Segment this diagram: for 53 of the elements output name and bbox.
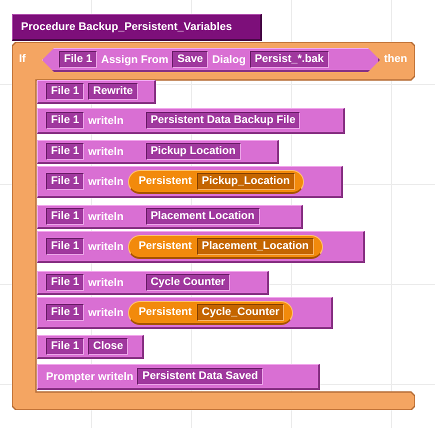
value-field: Persistent Data Backup File	[146, 112, 300, 129]
value-field: File 1	[46, 112, 84, 129]
value-field: Pickup_Location	[196, 172, 295, 190]
keyword-label: writeln	[88, 146, 124, 158]
statement-block	[37, 271, 269, 295]
value-field: Rewrite	[88, 83, 138, 100]
keyword-label: then	[384, 53, 408, 65]
keyword-label: Persistent	[138, 306, 192, 318]
value-field: Placement_Location	[196, 238, 314, 254]
if-block	[12, 42, 415, 410]
keyword-label: Prompter writeln	[46, 370, 134, 382]
value-field: Cycle_Counter	[196, 304, 284, 320]
keyword-label: writeln	[88, 176, 124, 188]
value-field: File 1	[59, 51, 98, 68]
keyword-label: If	[19, 53, 26, 65]
statement-block	[37, 335, 144, 359]
keyword-label: writeln	[88, 114, 124, 126]
keyword-label: Persistent	[138, 240, 192, 252]
value-field: File 1	[46, 83, 84, 100]
variable-block	[128, 234, 323, 258]
statement-block	[37, 80, 156, 104]
value-field: Close	[88, 338, 128, 355]
keyword-label: writeln	[88, 210, 124, 222]
value-field: File 1	[46, 338, 84, 355]
keyword-label: writeln	[88, 306, 124, 318]
procedure-block	[12, 14, 262, 41]
statement-block	[37, 297, 333, 329]
value-field: File 1	[46, 173, 84, 190]
value-field: File 1	[46, 238, 84, 255]
value-field: Save	[172, 51, 208, 68]
keyword-label: Dialog	[212, 54, 246, 66]
value-field: Persist_*.bak	[250, 51, 329, 68]
value-field: File 1	[46, 143, 84, 160]
keyword-label: writeln	[88, 240, 124, 252]
value-field: Placement Location	[146, 208, 260, 225]
statement-block	[37, 166, 343, 198]
statement-block	[37, 140, 279, 164]
variable-block	[128, 170, 304, 194]
keyword-label: writeln	[88, 276, 124, 288]
procedure-title: Procedure Backup_Persistent_Variables	[21, 21, 232, 33]
value-field: Persistent Data Saved	[137, 368, 263, 385]
value-field: File 1	[46, 274, 84, 291]
value-field: Cycle Counter	[146, 274, 230, 291]
keyword-label: Persistent	[138, 175, 192, 187]
statement-block	[37, 231, 365, 263]
variable-block	[128, 300, 294, 324]
value-field: File 1	[46, 208, 84, 225]
keyword-label: Assign From	[101, 54, 168, 66]
value-field: File 1	[46, 304, 84, 321]
value-field: Pickup Location	[146, 143, 241, 160]
statement-block	[37, 108, 345, 134]
statement-block	[37, 205, 303, 229]
statement-block	[37, 364, 320, 390]
